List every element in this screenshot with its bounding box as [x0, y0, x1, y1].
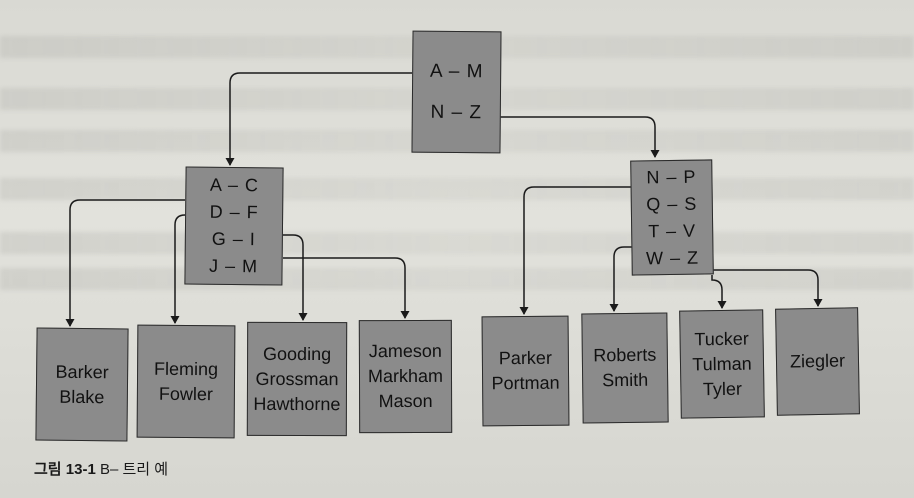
leaf-name: Mason	[378, 390, 433, 412]
figure-caption: 그림 13-1 B– 트리 예	[34, 458, 168, 479]
inner-key: N – P	[646, 166, 697, 187]
edge-root-left	[225, 72, 412, 166]
leaf-name: Jameson	[368, 340, 442, 362]
caption-label: 그림 13-1	[34, 461, 96, 478]
edge-left-leaf3	[283, 234, 308, 321]
inner-key: A – C	[209, 174, 260, 196]
edge-left-leaf2	[170, 214, 186, 324]
edge-right-leaf7	[711, 275, 727, 309]
leaf-name: Parker	[498, 347, 552, 369]
inner-key: W – Z	[645, 247, 700, 268]
root-node: A – M N – Z	[411, 30, 502, 154]
leaf-name: Markham	[367, 365, 444, 387]
leaf-name: Smith	[602, 369, 649, 391]
inner-key: Q – S	[646, 193, 698, 214]
leaf-name: Barker	[55, 361, 109, 382]
inner-node-right: N – P Q – S T – V W – Z	[630, 159, 714, 276]
leaf-name: Tulman	[692, 353, 752, 374]
leaf-node: Barker Blake	[35, 327, 129, 442]
leaf-name: Portman	[491, 372, 560, 394]
edge-right-leaf6	[609, 246, 632, 312]
leaf-node: Gooding Grossman Hawthorne	[246, 321, 348, 437]
root-key: N – Z	[430, 101, 483, 124]
leaf-name: Roberts	[593, 344, 657, 366]
inner-key: D – F	[209, 201, 259, 223]
edge-left-leaf4	[283, 257, 410, 319]
inner-key: G – I	[211, 228, 256, 250]
leaf-name: Blake	[59, 386, 105, 407]
leaf-node: Roberts Smith	[581, 312, 669, 424]
root-key: A – M	[429, 60, 484, 83]
leaf-node: Ziegler	[775, 307, 860, 416]
leaf-node: Jameson Markham Mason	[358, 319, 453, 434]
leaf-name: Gooding	[263, 343, 332, 364]
leaf-name: Fowler	[158, 383, 213, 404]
leaf-name: Tyler	[702, 378, 743, 399]
edge-right-leaf5	[519, 186, 632, 315]
inner-key: T – V	[648, 220, 697, 241]
edge-root-right	[500, 116, 660, 158]
leaf-name: Fleming	[154, 358, 219, 379]
leaf-node: Parker Portman	[481, 315, 570, 427]
caption-text: B– 트리 예	[99, 461, 169, 478]
leaf-name: Grossman	[255, 368, 339, 389]
inner-node-left: A – C D – F G – I J – M	[184, 166, 284, 286]
edge-left-leaf1	[65, 199, 185, 327]
leaf-node: Fleming Fowler	[136, 324, 236, 439]
leaf-name: Hawthorne	[253, 393, 341, 414]
leaf-node: Tucker Tulman Tyler	[679, 309, 765, 419]
leaf-name: Tucker	[694, 328, 749, 349]
inner-key: J – M	[208, 255, 259, 277]
leaf-name: Ziegler	[789, 350, 846, 372]
edge-right-leaf8	[712, 269, 823, 307]
